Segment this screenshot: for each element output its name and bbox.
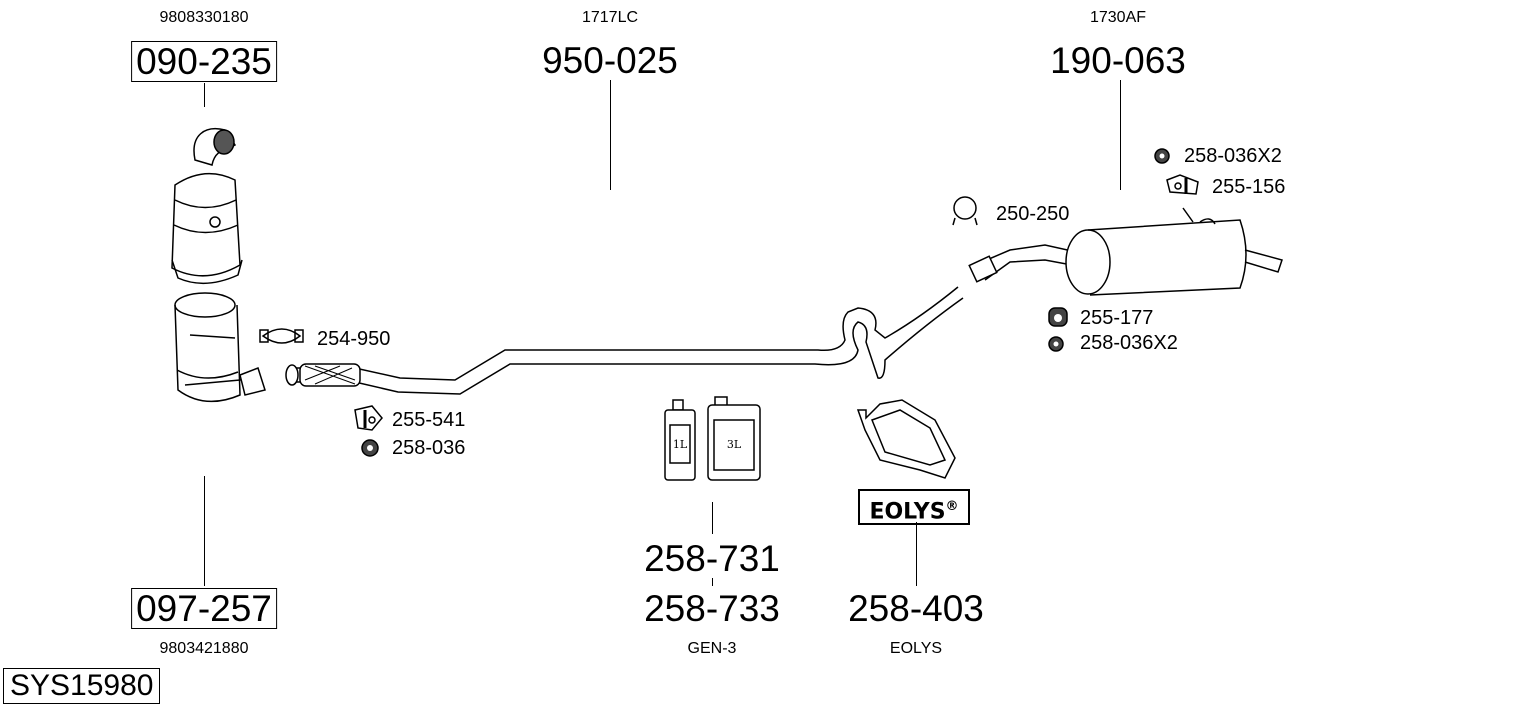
leader-line <box>610 80 612 190</box>
part-097-257[interactable]: 097-257 <box>131 588 277 629</box>
additive-ref: GEN-3 <box>687 640 737 657</box>
system-id: SYS15980 <box>3 668 161 704</box>
accessory-258-036x2-bottom[interactable]: 258-036X2 <box>1080 332 1178 354</box>
middle-pipe-drawing <box>285 286 964 395</box>
nut-icon-258-036 <box>361 439 379 457</box>
rubber-mount-icon-255-541 <box>354 405 383 431</box>
part-258-403[interactable]: 258-403 <box>848 588 984 629</box>
part-190-063[interactable]: 190-063 <box>1050 40 1186 81</box>
eolys-logo: EOLYS® <box>858 489 970 525</box>
rear-muffler-drawing <box>968 207 1283 296</box>
diesel-particulate-filter-drawing <box>171 128 266 403</box>
can-1l-label: 1L <box>673 438 688 451</box>
accessory-255-177[interactable]: 255-177 <box>1080 307 1154 329</box>
middle-ref: 1717LC <box>581 9 639 26</box>
leader-line <box>204 476 206 586</box>
eolys-bag-drawing <box>856 399 956 479</box>
can-3l-label: 3L <box>727 438 742 451</box>
front-bottom-ref: 9803421880 <box>159 640 249 657</box>
accessory-255-156[interactable]: 255-156 <box>1212 176 1286 198</box>
accessory-258-036x2-top[interactable]: 258-036X2 <box>1184 145 1282 167</box>
nut-icon-258-036x2-bottom <box>1048 336 1064 352</box>
eolys-ref: EOLYS <box>889 640 943 657</box>
accessory-254-950[interactable]: 254-950 <box>317 328 391 350</box>
leader-line <box>204 83 206 107</box>
accessory-255-541[interactable]: 255-541 <box>392 409 466 431</box>
accessory-250-250[interactable]: 250-250 <box>996 203 1070 225</box>
leader-line <box>916 522 918 586</box>
additive-cans-drawing: 1L 3L <box>664 396 761 481</box>
clamp-icon-250-250 <box>952 196 978 226</box>
leader-line <box>712 578 714 586</box>
leader-line <box>1120 80 1122 190</box>
part-950-025[interactable]: 950-025 <box>542 40 678 81</box>
front-top-ref: 9808330180 <box>159 9 249 26</box>
accessory-258-036[interactable]: 258-036 <box>392 437 466 459</box>
part-090-235[interactable]: 090-235 <box>131 41 277 82</box>
part-258-733[interactable]: 258-733 <box>644 588 780 629</box>
leader-line <box>712 502 714 534</box>
clamp-icon-254-950 <box>259 328 304 344</box>
nut-icon-258-036x2-top <box>1154 148 1170 164</box>
rubber-mount-icon-255-156 <box>1166 174 1199 195</box>
rear-ref: 1730AF <box>1089 9 1147 26</box>
rubber-mount-icon-255-177 <box>1048 307 1068 327</box>
part-258-731[interactable]: 258-731 <box>644 538 780 579</box>
